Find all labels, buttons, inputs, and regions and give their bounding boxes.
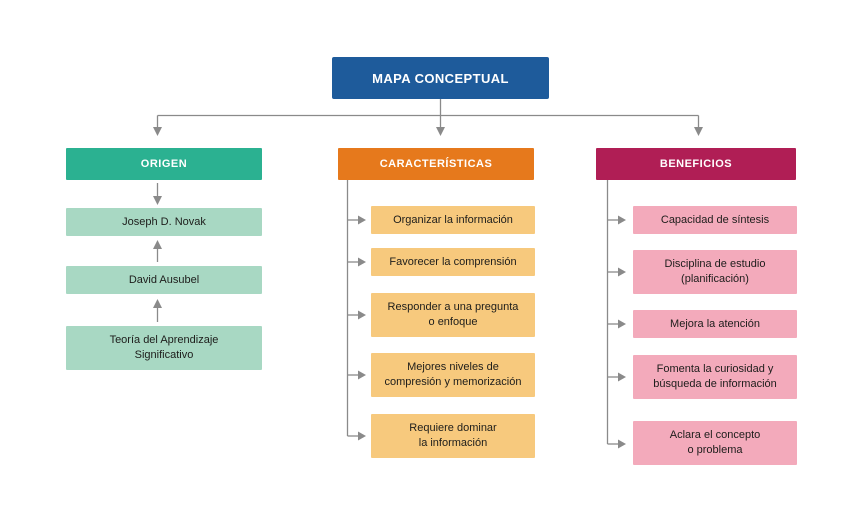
node-mejora-atencion: Mejora la atención	[633, 310, 797, 338]
caracteristicas-connectors	[346, 180, 366, 441]
node-mejores-niveles-memorizacion: Mejores niveles de compresión y memoriza…	[371, 353, 535, 397]
arrow-up-icon	[153, 240, 162, 249]
arrow-right-icon	[618, 319, 626, 329]
node-fomenta-curiosidad: Fomenta la curiosidad y búsqueda de info…	[633, 355, 797, 399]
top-connector	[153, 99, 703, 136]
column-header-origen: ORIGEN	[66, 148, 262, 180]
arrow-right-icon	[358, 370, 366, 380]
arrow-right-icon	[618, 439, 626, 449]
arrow-right-icon	[358, 431, 366, 441]
column-header-caracteristicas: CARACTERÍSTICAS	[338, 148, 534, 180]
node-favorecer-comprension: Favorecer la comprensión	[371, 248, 535, 276]
node-disciplina-estudio: Disciplina de estudio (planificación)	[633, 250, 797, 294]
node-capacidad-sintesis: Capacidad de síntesis	[633, 206, 797, 234]
arrow-right-icon	[618, 372, 626, 382]
node-joseph-d-novak: Joseph D. Novak	[66, 208, 262, 236]
node-responder-pregunta-enfoque: Responder a una pregunta o enfoque	[371, 293, 535, 337]
node-aclara-concepto-problema: Aclara el concepto o problema	[633, 421, 797, 465]
arrow-up-icon	[153, 299, 162, 308]
node-organizar-informacion: Organizar la información	[371, 206, 535, 234]
arrow-down-icon	[153, 127, 162, 136]
column-header-beneficios: BENEFICIOS	[596, 148, 796, 180]
node-teoria-aprendizaje-significativo: Teoría del Aprendizaje Significativo	[66, 326, 262, 370]
arrow-down-icon	[436, 127, 445, 136]
arrow-down-icon	[153, 196, 162, 205]
node-requiere-dominar-informacion: Requiere dominar la información	[371, 414, 535, 458]
arrow-right-icon	[358, 215, 366, 225]
arrow-right-icon	[618, 215, 626, 225]
arrow-down-icon	[694, 127, 703, 136]
arrow-right-icon	[618, 267, 626, 277]
arrow-right-icon	[358, 310, 366, 320]
root-node: MAPA CONCEPTUAL	[332, 57, 549, 99]
node-david-ausubel: David Ausubel	[66, 266, 262, 294]
origen-connectors	[153, 183, 162, 322]
beneficios-connectors	[606, 180, 626, 449]
arrow-right-icon	[358, 257, 366, 267]
